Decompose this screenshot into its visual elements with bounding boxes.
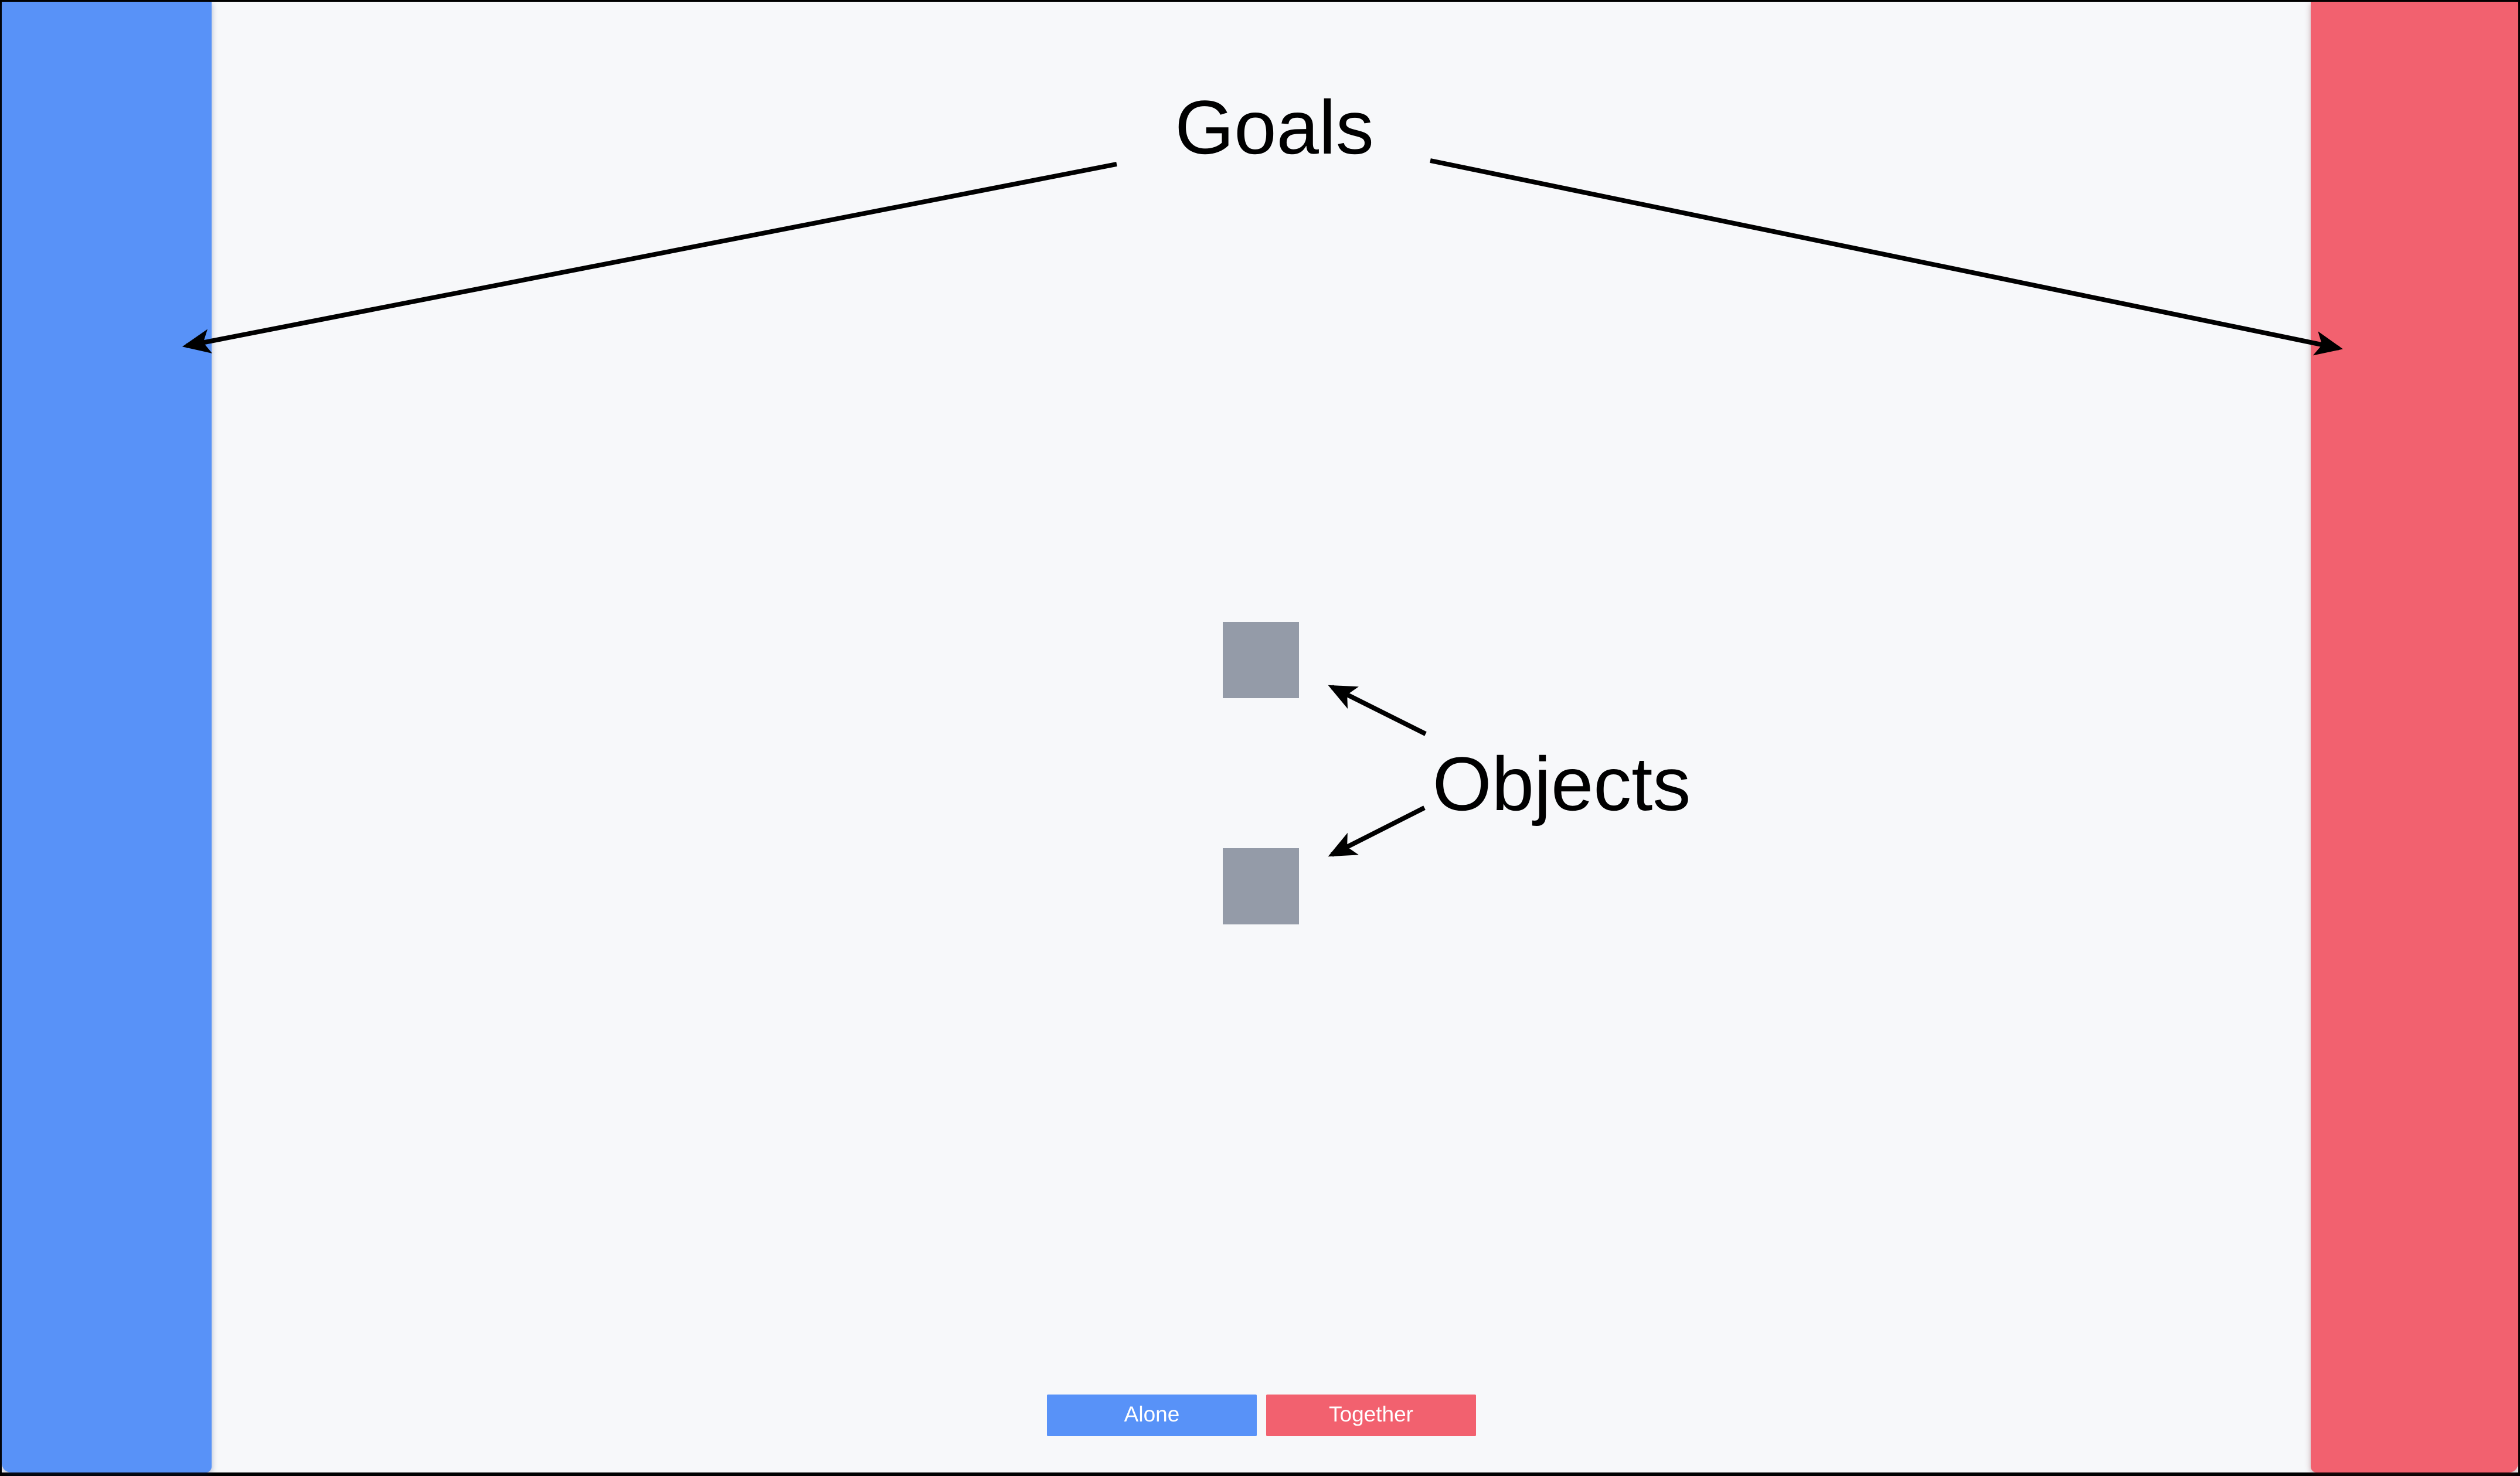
goals-annotation-label: Goals (1175, 84, 1374, 170)
object-square-top (1223, 622, 1299, 698)
objects-annotation-label: Objects (1432, 741, 1691, 827)
goal-zone-red (2311, 2, 2518, 1472)
object-square-bottom (1223, 848, 1299, 924)
goal-zone-blue (2, 2, 212, 1472)
together-button[interactable]: Together (1266, 1395, 1476, 1436)
alone-button[interactable]: Alone (1047, 1395, 1257, 1436)
